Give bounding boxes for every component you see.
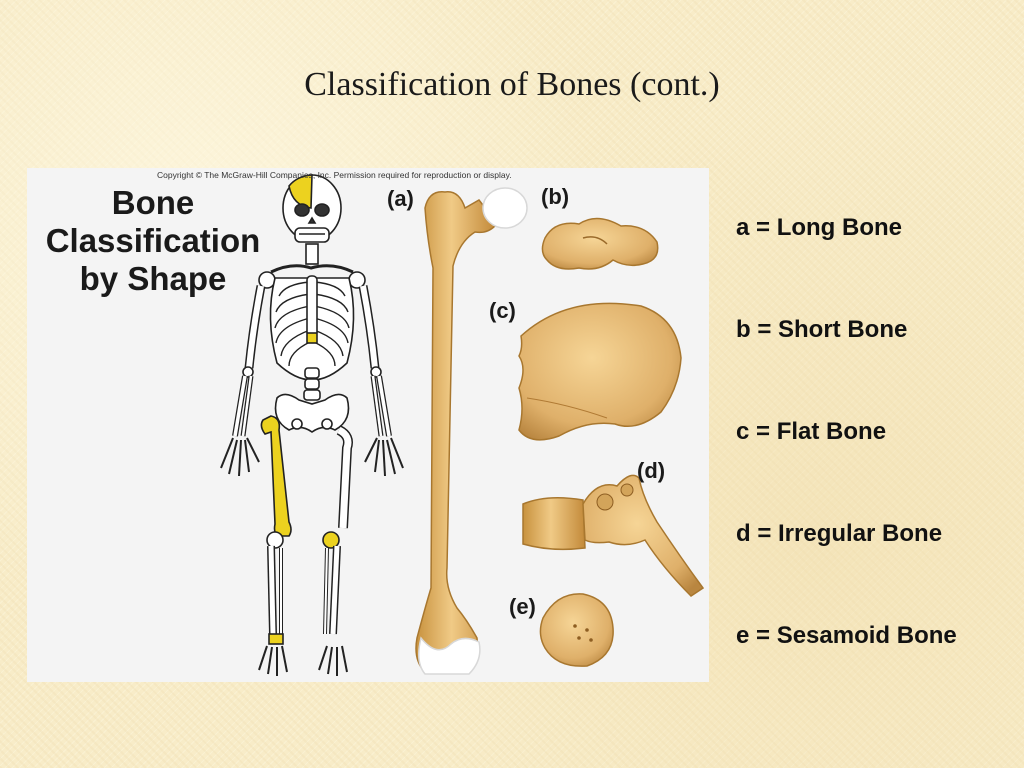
figure-heading-line-1: Bone [111,184,195,221]
highlighted-femur [260,415,292,537]
sternum [306,275,318,337]
label-b: (b) [541,184,569,209]
long-bone-femur [415,187,528,675]
copyright-notice: Copyright © The McGraw-Hill Companies, I… [157,170,512,180]
legend-item-sesamoid-bone: e = Sesamoid Bone [736,622,957,649]
bone-type-legend: a = Long Bone b = Short Bone c = Flat Bo… [736,210,1016,720]
legend-item-short-bone: b = Short Bone [736,316,908,343]
sesamoid-bone [539,593,614,667]
flat-bone [518,302,682,441]
label-d: (d) [637,458,665,483]
legend-item-flat-bone: c = Flat Bone [736,418,887,445]
femur-head-cartilage [482,187,528,229]
femur-distal-cartilage [418,636,481,675]
slide-title: Classification of Bones (cont.) [304,66,720,103]
short-bone [541,217,659,270]
legend-item-irregular-bone: d = Irregular Bone [736,520,943,547]
figure-heading-line-3: by Shape [79,260,227,297]
figure-heading-line-2: Classification [45,222,261,259]
label-a: (a) [387,186,414,211]
jaw [294,227,330,243]
label-e: (e) [509,594,536,619]
label-c: (c) [489,298,516,323]
skeleton [220,174,404,676]
legend-item-long-bone: a = Long Bone [736,214,903,241]
skull-highlight [288,174,313,209]
bone-illustration: (a) (b) (c) (d) (e) [220,174,705,676]
irregular-bone-vertebra [522,474,705,597]
bone-classification-figure: (a) (b) (c) (d) (e) Copyright © The McGr… [27,168,709,682]
figure-heading: Bone Classification by Shape [27,184,279,298]
